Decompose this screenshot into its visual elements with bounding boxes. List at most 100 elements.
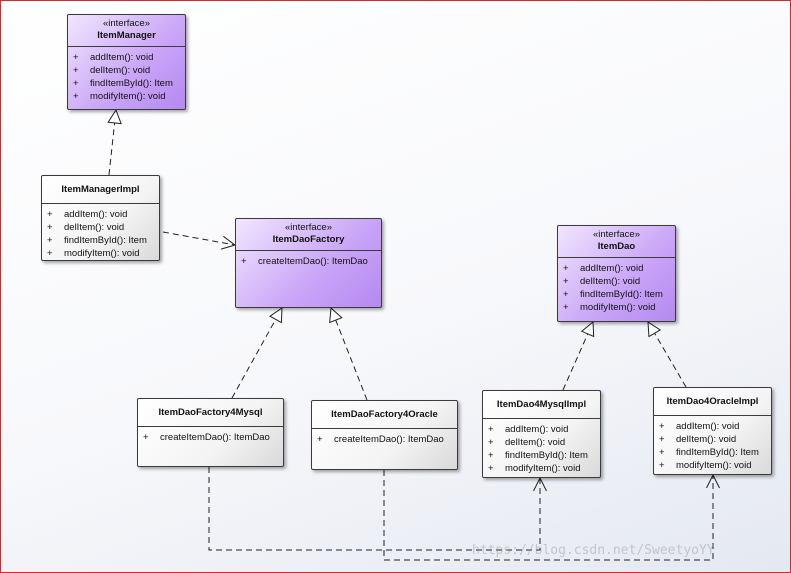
- dependency-connector: [162, 231, 237, 250]
- operation-row: + modifyItem(): void: [72, 90, 181, 103]
- operation-row: + addItem(): void: [72, 51, 181, 64]
- class-operations: + addItem(): void+delItem(): void+ findIte…: [654, 416, 771, 475]
- visibility-marker: +: [47, 235, 53, 246]
- operation-row: +findItemById(): Item: [72, 77, 181, 90]
- realization-arrowhead: [107, 108, 122, 125]
- class-box-item-dao-factory4-mysql[interactable]: ItemDaoFactory4Mysql + createItemDao(): It…: [137, 398, 284, 467]
- watermark: https://blog.csdn.net/SweetyoYY: [472, 543, 715, 558]
- operation-row: +createItemDao(): ItemDao: [240, 255, 377, 268]
- realization-arrowhead: [269, 307, 283, 324]
- operation-signature: addItem(): void: [580, 263, 644, 274]
- operation-row: + createItemDao(): ItemDao: [142, 431, 279, 444]
- operation-row: +createItemDao(): ItemDao: [316, 433, 453, 446]
- operation-row: + modifyItem(): void: [487, 462, 596, 475]
- realization-connector: [107, 108, 122, 176]
- class-name: ItemManager: [97, 30, 156, 41]
- visibility-marker: +: [488, 437, 494, 448]
- realization-connector: [562, 320, 595, 391]
- operation-signature: addItem(): void: [676, 421, 740, 432]
- class-name: ItemDaoFactory: [272, 234, 345, 245]
- operation-signature: delItem(): void: [676, 434, 737, 445]
- operation-signature: delItem(): void: [64, 222, 125, 233]
- operation-signature: delItem(): void: [505, 437, 566, 448]
- dependency-connector: [383, 470, 720, 561]
- operation-signature: findItemById(): Item: [90, 78, 173, 89]
- realization-arrowhead: [329, 306, 343, 324]
- visibility-marker: +: [73, 65, 79, 76]
- operation-signature: findItemById(): Item: [676, 447, 759, 458]
- class-header: «interface»ItemDaoFactory: [236, 219, 381, 251]
- dependency-line: [383, 470, 714, 561]
- operation-row: + findItemById(): Item: [46, 234, 155, 247]
- operation-row: +modifyItem(): void: [562, 301, 671, 314]
- realization-line: [330, 307, 368, 401]
- class-box-item-dao4-mysql-impl[interactable]: ItemDao4MysqlImpl+addItem(): void+delIte…: [482, 390, 601, 478]
- operation-row: +delItem(): void: [562, 275, 671, 288]
- dependency-line: [208, 467, 541, 551]
- realization-arrowhead: [647, 321, 662, 338]
- class-header: ItemDaoFactory4Mysql: [138, 399, 283, 427]
- visibility-marker: +: [659, 447, 665, 458]
- visibility-marker: +: [563, 289, 569, 300]
- class-stereotype: «interface»: [284, 222, 332, 233]
- visibility-marker: +: [73, 91, 79, 102]
- class-name: ItemManagerImpl: [61, 184, 140, 195]
- class-box-item-dao[interactable]: «interface»ItemDao + addItem(): void+delIt…: [557, 225, 676, 322]
- operation-signature: modifyItem(): void: [90, 91, 166, 102]
- class-box-item-dao-factory[interactable]: «interface»ItemDaoFactory +createItemDao(…: [235, 218, 382, 308]
- operation-signature: addItem(): void: [505, 424, 569, 435]
- visibility-marker: +: [488, 424, 494, 435]
- class-operations: +addItem(): void+delItem(): void+findIte…: [42, 204, 159, 263]
- operation-signature: findItemById(): Item: [580, 289, 663, 300]
- visibility-marker: +: [47, 222, 53, 233]
- operation-signature: createItemDao(): ItemDao: [160, 432, 270, 443]
- class-stereotype: «interface»: [102, 18, 150, 29]
- operation-signature: modifyItem(): void: [676, 460, 752, 471]
- operation-signature: createItemDao(): ItemDao: [334, 434, 444, 445]
- operation-signature: findItemById(): Item: [505, 450, 588, 461]
- class-box-item-manager[interactable]: «interface»ItemManager+addItem(): void+d…: [67, 14, 186, 110]
- operation-row: +modifyItem(): void: [658, 459, 767, 472]
- visibility-marker: +: [47, 209, 53, 220]
- operation-signature: addItem(): void: [90, 52, 154, 63]
- class-header: ItemManagerImpl: [42, 176, 159, 204]
- class-header: «interface»ItemDao: [558, 226, 675, 258]
- visibility-marker: +: [73, 52, 79, 63]
- class-operations: +addItem(): void+delItem(): void+findIte…: [558, 258, 675, 317]
- visibility-marker: +: [488, 450, 494, 461]
- operation-signature: modifyItem(): void: [505, 463, 581, 474]
- visibility-marker: +: [241, 256, 247, 267]
- realization-line: [231, 307, 283, 399]
- visibility-marker: +: [488, 463, 494, 474]
- visibility-marker: +: [563, 302, 569, 313]
- operation-row: + addItem(): void: [487, 423, 596, 436]
- dependency-connector: [208, 467, 547, 551]
- operation-row: +addItem(): void: [46, 208, 155, 221]
- class-name: ItemDao: [597, 241, 636, 252]
- dependency-arrowhead: [706, 473, 720, 489]
- operation-row: + findItemById(): Item: [658, 446, 767, 459]
- visibility-marker: +: [47, 248, 53, 259]
- class-box-item-dao4-oracle-impl[interactable]: ItemDao4OracleImpl+addItem(): void+delIt…: [653, 387, 772, 475]
- class-operations: + createItemDao(): ItemDao: [138, 427, 283, 447]
- realization-connector: [329, 306, 368, 401]
- visibility-marker: +: [563, 263, 569, 274]
- operation-row: +delItem(): void: [658, 433, 767, 446]
- class-header: «interface»ItemManager: [68, 15, 185, 47]
- visibility-marker: +: [143, 432, 149, 443]
- dependency-line: [162, 231, 236, 246]
- class-box-item-dao-factory4-oracle[interactable]: ItemDaoFactory4Oracle+createItemDao(): I…: [311, 400, 458, 470]
- operation-signature: findItemById(): Item: [64, 235, 147, 246]
- visibility-marker: +: [659, 421, 665, 432]
- class-operations: +addItem(): void+delItem(): void+findIte…: [68, 47, 185, 106]
- class-stereotype: «interface»: [592, 229, 640, 240]
- class-operations: + addItem(): void + delItem(): void + findIte…: [483, 419, 600, 478]
- operation-row: + findItemById(): Item: [562, 288, 671, 301]
- class-name: ItemDao4OracleImpl: [666, 396, 759, 407]
- operation-row: + addItem(): void: [562, 262, 671, 275]
- operation-row: + delItem(): void: [487, 436, 596, 449]
- class-box-item-manager-impl[interactable]: ItemManagerImpl+addItem(): void+delItem(…: [41, 175, 160, 261]
- visibility-marker: +: [563, 276, 569, 287]
